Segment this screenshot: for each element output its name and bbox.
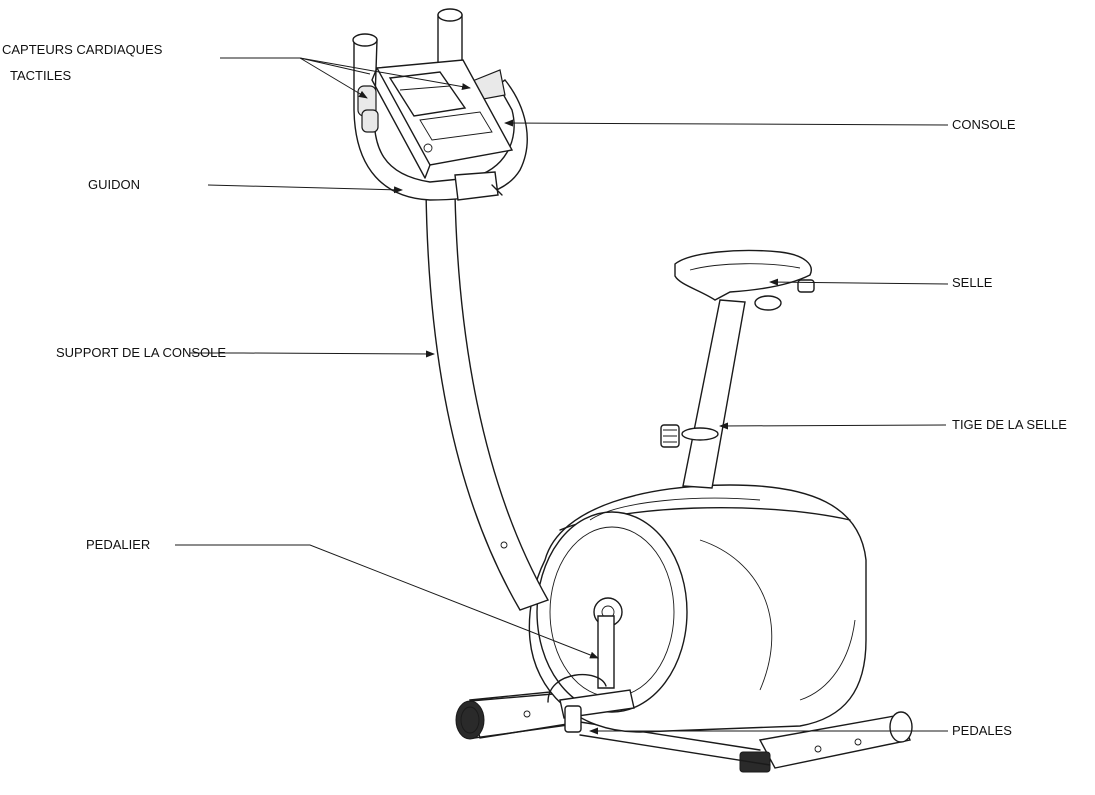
seat [674, 249, 815, 311]
crank-assembly [547, 597, 635, 733]
label-console: CONSOLE [952, 117, 1016, 132]
leader-lines [175, 57, 949, 735]
rear-stabilizer [739, 711, 913, 773]
label-selle: SELLE [952, 275, 993, 290]
seat-post [660, 299, 746, 489]
flywheel-housing [528, 484, 867, 733]
console [371, 59, 514, 179]
label-capteurs-line2: TACTILES [10, 68, 72, 83]
label-tige-selle: TIGE DE LA SELLE [952, 417, 1067, 432]
label-pedalier: PEDALIER [86, 537, 151, 552]
label-guidon: GUIDON [88, 177, 140, 192]
label-pedales: PEDALES [952, 723, 1012, 738]
console-support [425, 189, 550, 611]
label-support-console: SUPPORT DE LA CONSOLE [56, 345, 227, 360]
label-capteurs-line1: CAPTEURS CARDIAQUES [2, 42, 163, 57]
